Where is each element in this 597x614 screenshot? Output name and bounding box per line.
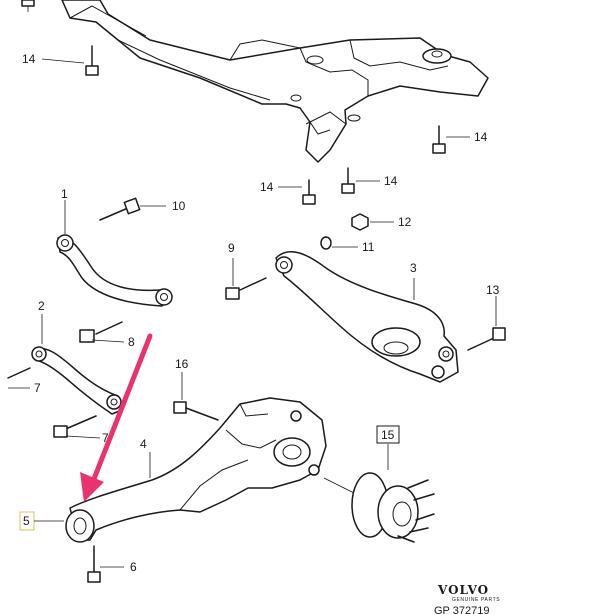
callout-1: 1 <box>61 187 68 201</box>
diagram-reference: GP 372719 <box>434 605 489 614</box>
wheel-hub <box>323 444 435 543</box>
highlight-arrow <box>80 333 153 502</box>
lateral-link-2 <box>31 314 123 415</box>
callout-2: 2 <box>38 299 45 313</box>
bolt-14-top-left <box>21 0 35 12</box>
bolt-14-right <box>432 125 470 154</box>
callout-7-lower: 7 <box>102 431 109 445</box>
callout-13: 13 <box>486 283 500 297</box>
callout-6: 6 <box>130 560 137 574</box>
callout-8: 8 <box>128 335 135 349</box>
callout-5: 5 <box>23 514 30 528</box>
upper-control-arm <box>56 200 173 307</box>
callout-11: 11 <box>362 240 375 254</box>
washer-11 <box>320 236 358 250</box>
bolt-16 <box>173 372 219 421</box>
bolt-7-upper <box>7 367 31 389</box>
callout-16: 16 <box>175 357 189 371</box>
bolt-14-center-b <box>341 167 380 194</box>
bolt-14-center-a <box>278 179 316 205</box>
subframe-assembly <box>61 0 489 163</box>
callout-14-center-a: 14 <box>260 180 274 194</box>
bolt-13 <box>467 296 506 351</box>
bolt-8 <box>79 321 125 343</box>
bolt-14-left <box>41 45 99 76</box>
callout-10: 10 <box>172 199 186 213</box>
callout-9: 9 <box>228 241 235 255</box>
nut-12 <box>351 213 394 231</box>
callout-7-upper: 7 <box>34 381 41 395</box>
callout-3: 3 <box>410 261 417 275</box>
callout-14-center-b: 14 <box>384 174 398 188</box>
bolt-7-lower <box>53 415 101 439</box>
callout-15-box <box>376 425 400 444</box>
brand-tagline: GENUINE PARTS <box>452 597 500 603</box>
bolt-9 <box>225 258 267 300</box>
bolt-10 <box>99 197 166 221</box>
brand-name: VOLVO <box>437 583 489 597</box>
callout-14-right: 14 <box>474 130 488 144</box>
callout-4: 4 <box>140 437 147 451</box>
callout-12: 12 <box>398 215 412 229</box>
callout-14-top-left: 14 <box>22 52 36 66</box>
bolt-6 <box>87 545 124 583</box>
lower-control-arm <box>275 251 459 383</box>
trailing-arm-knuckle <box>65 397 327 543</box>
callout-15: 15 <box>381 428 395 442</box>
